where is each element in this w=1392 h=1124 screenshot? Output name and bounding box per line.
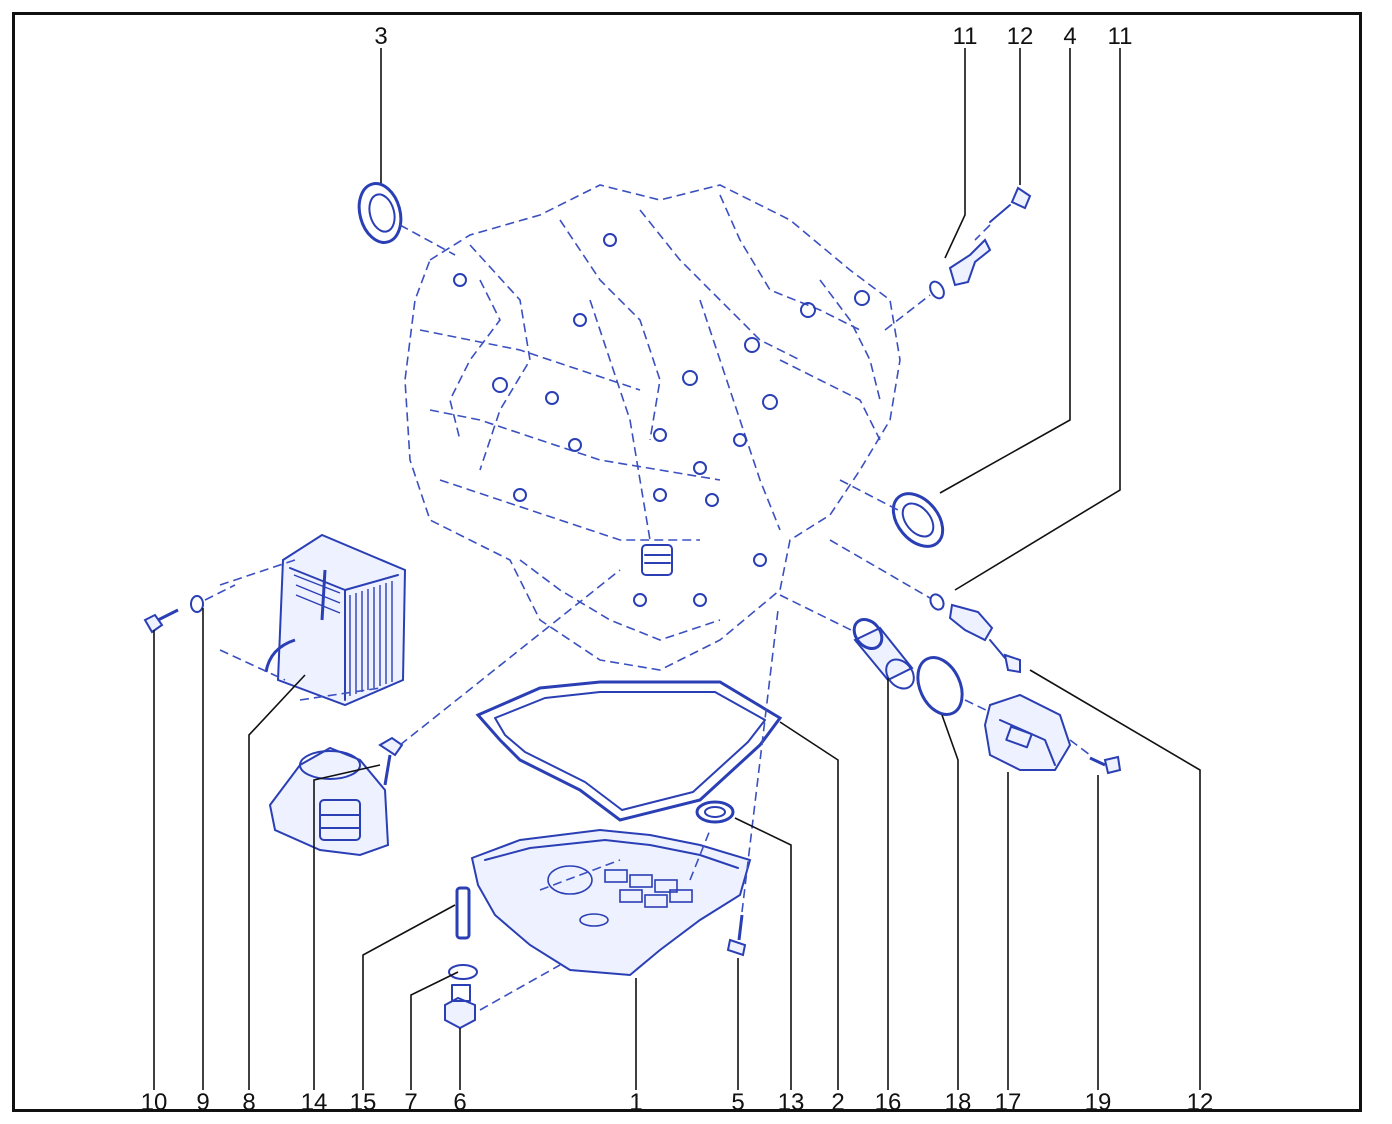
callout-11-top: 11 bbox=[953, 23, 978, 50]
oil-pan-bolt bbox=[726, 609, 779, 957]
callout-11-right: 11 bbox=[1108, 23, 1133, 50]
leader-lines bbox=[153, 48, 1201, 1090]
callout-2: 2 bbox=[831, 1089, 844, 1116]
speed-sensor-upper bbox=[884, 186, 1032, 331]
callout-4: 4 bbox=[1063, 23, 1076, 50]
filter-cover-bolt bbox=[1069, 739, 1122, 775]
callout-17: 17 bbox=[995, 1089, 1022, 1116]
callout-19: 19 bbox=[1085, 1089, 1112, 1116]
oil-filter bbox=[779, 594, 915, 690]
callout-12-bottom: 12 bbox=[1187, 1089, 1214, 1116]
oil-pan bbox=[470, 828, 752, 977]
oil-seal-right bbox=[839, 479, 945, 548]
callout-3: 3 bbox=[374, 23, 387, 50]
callout-18: 18 bbox=[945, 1089, 972, 1116]
oil-pan-gasket bbox=[475, 680, 783, 822]
filter-o-ring bbox=[916, 656, 964, 716]
callout-5: 5 bbox=[731, 1089, 744, 1116]
seal-ring bbox=[695, 800, 735, 824]
callout-labels: 3 11 12 4 11 10 9 8 14 15 7 6 1 5 13 2 1… bbox=[141, 23, 1214, 1116]
callout-12-top: 12 bbox=[1007, 23, 1034, 50]
callout-6: 6 bbox=[453, 1089, 466, 1116]
callout-10: 10 bbox=[141, 1089, 168, 1116]
diagram-frame bbox=[12, 12, 1362, 1112]
callout-8: 8 bbox=[242, 1089, 255, 1116]
callout-1: 1 bbox=[629, 1089, 642, 1116]
oil-cooler bbox=[219, 533, 407, 707]
transmission-housing bbox=[404, 184, 901, 671]
callout-14: 14 bbox=[301, 1089, 328, 1116]
filter-cover bbox=[964, 693, 1072, 771]
oil-pump-assembly bbox=[268, 569, 621, 857]
callout-9: 9 bbox=[196, 1089, 209, 1116]
oil-seal-left bbox=[357, 182, 456, 256]
speed-sensor-lower bbox=[829, 539, 1021, 674]
callout-16: 16 bbox=[875, 1089, 902, 1116]
callout-7: 7 bbox=[404, 1089, 417, 1116]
cooler-bolt-washer bbox=[143, 584, 236, 634]
drain-plug-assembly bbox=[444, 886, 561, 1030]
callout-15: 15 bbox=[350, 1089, 377, 1116]
callout-13: 13 bbox=[778, 1089, 805, 1116]
